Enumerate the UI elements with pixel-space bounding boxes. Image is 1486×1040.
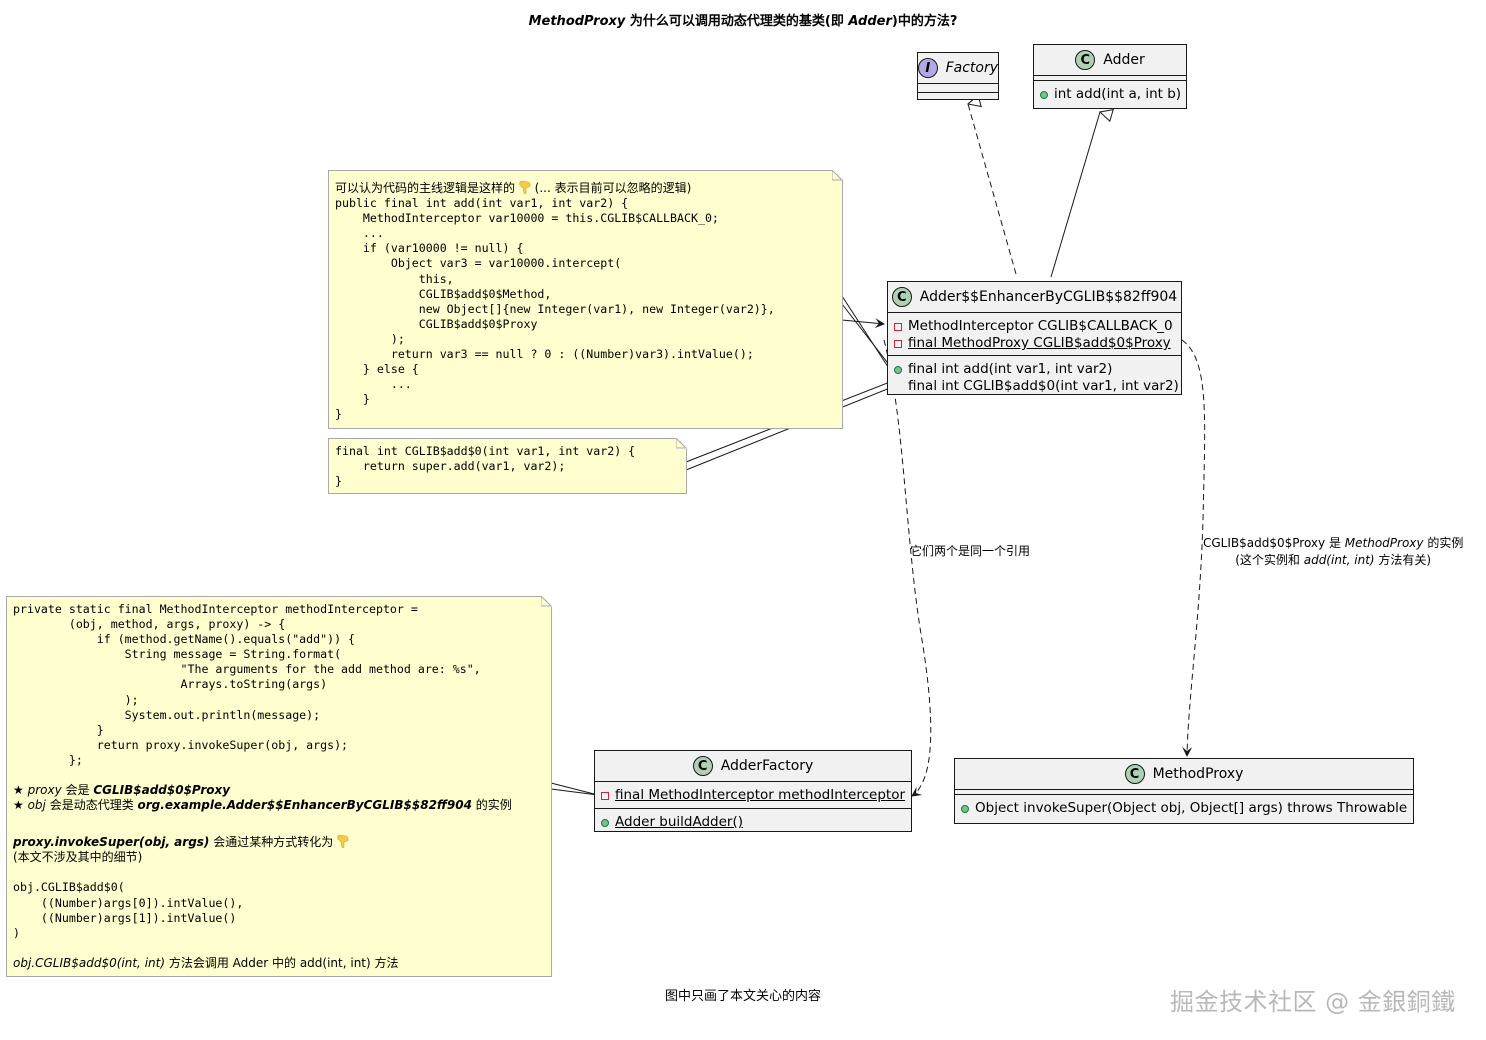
invoke-super-line: proxy.invokeSuper(obj, args) 会通过某种方式转化为 <box>13 834 545 850</box>
enhancer-field-proxy: final MethodProxy CGLIB$add$0$Proxy <box>888 335 1181 352</box>
public-icon <box>894 365 902 374</box>
same-reference-edge <box>883 339 932 797</box>
note-link-add <box>841 295 891 371</box>
watermark: 掘金技术社区 @ 金銀銅鐵 <box>1170 988 1456 1016</box>
cglib-add-note: final int CGLIB$add$0(int var1, int var2… <box>328 438 687 494</box>
point-down-icon <box>337 834 349 849</box>
add-method-note: 可以认为代码的主线逻辑是这样的 (... 表示目前可以忽略的逻辑) public… <box>328 170 843 429</box>
note-link-interceptor <box>550 782 599 796</box>
detail-line: (本文不涉及其中的细节) <box>13 850 143 865</box>
enhancer-method-add: final int add(int var1, int var2) <box>888 361 1181 378</box>
proxy-instance-edge <box>1181 339 1206 757</box>
adder-factory-name: AdderFactory <box>720 758 814 774</box>
note-link-callback <box>841 318 885 329</box>
adder-class: C Adder int add(int a, int b) <box>1033 44 1187 109</box>
conclusion-line: obj.CGLIB$add$0(int, int) 方法会调用 Adder 中的… <box>13 955 399 970</box>
adder-factory-class: C AdderFactory final MethodInterceptor m… <box>594 750 912 832</box>
class-icon: C <box>692 756 713 776</box>
private-icon <box>894 322 902 331</box>
factory-name: Factory <box>945 60 998 76</box>
enhancer-method-cglib-add: final int CGLIB$add$0(int var1, int var2… <box>908 378 1179 394</box>
adder-method-add: int add(int a, int b) <box>1034 86 1186 103</box>
diagram-footer: 图中只画了本文关心的内容 <box>664 989 821 1004</box>
adder-factory-field: final MethodInterceptor methodIntercepto… <box>595 787 911 804</box>
private-icon <box>894 339 902 348</box>
method-proxy-class: C MethodProxy Object invokeSuper(Object … <box>954 758 1414 824</box>
interceptor-note: private static final MethodInterceptor m… <box>6 596 552 977</box>
enhancer-field-callback: MethodInterceptor CGLIB$CALLBACK_0 <box>888 318 1181 335</box>
proxy-line: ★ proxy 会是 CGLIB$add$0$Proxy <box>13 783 231 798</box>
class-icon: C <box>1124 764 1145 784</box>
enhancer-name: Adder$$EnhancerByCGLIB$$82ff904 <box>919 289 1178 305</box>
interceptor-code: private static final MethodInterceptor m… <box>13 602 481 767</box>
add-method-code: public final int add(int var1, int var2)… <box>335 196 775 422</box>
realization-factory-edge <box>968 104 1017 275</box>
method-proxy-name: MethodProxy <box>1152 766 1244 782</box>
cglib-call-code: obj.CGLIB$add$0( ((Number)args[0]).intVa… <box>13 880 244 940</box>
factory-interface: I Factory <box>917 52 999 100</box>
diagram-title: MethodProxy 为什么可以调用动态代理类的基类(即 Adder)中的方法… <box>528 14 958 29</box>
public-icon <box>1040 90 1048 99</box>
same-reference-label: 它们两个是同一个引用 <box>910 544 1031 558</box>
proxy-instance-label: CGLIB$add$0$Proxy 是 MethodProxy 的实例 (这个实… <box>1203 536 1464 567</box>
cglib-add-code: final int CGLIB$add$0(int var1, int var2… <box>335 444 636 489</box>
class-icon: C <box>1075 50 1096 70</box>
enhancer-class: C Adder$$EnhancerByCGLIB$$82ff904 Method… <box>887 281 1182 395</box>
obj-line: ★ obj 会是动态代理类 org.example.Adder$$Enhance… <box>13 798 512 813</box>
public-icon <box>961 804 969 813</box>
class-icon: C <box>891 287 912 307</box>
generalization-adder-edge <box>1050 112 1100 278</box>
adder-name: Adder <box>1103 52 1145 68</box>
point-down-icon <box>519 180 531 194</box>
private-icon <box>601 791 609 800</box>
method-proxy-invoke-super: Object invokeSuper(Object obj, Object[] … <box>955 800 1413 817</box>
public-icon <box>601 818 609 827</box>
adder-factory-method-build: Adder buildAdder() <box>595 814 911 831</box>
interface-icon: I <box>918 58 938 78</box>
